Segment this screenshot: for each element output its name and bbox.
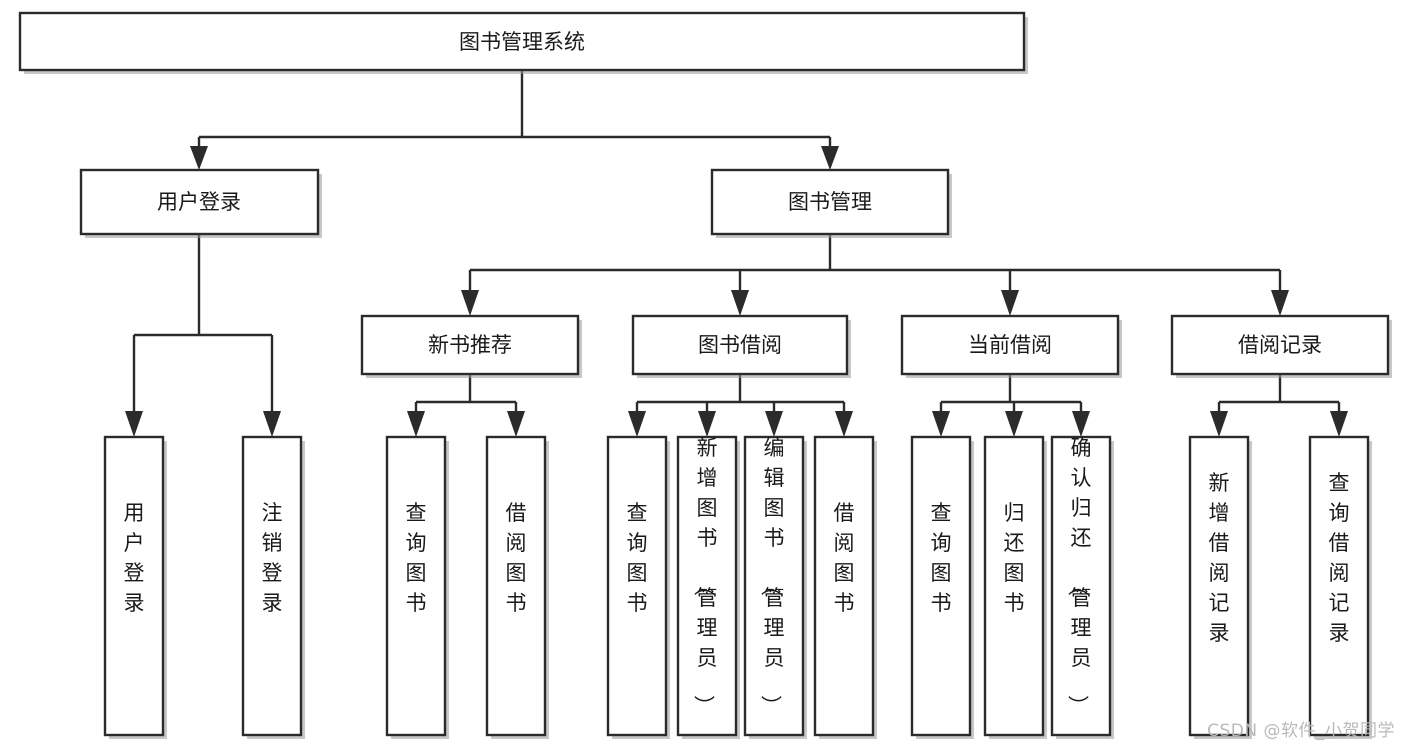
node-leaf-add-record-label: 新增借阅记录	[1209, 471, 1230, 645]
node-leaf-borrow-book[interactable]: 借阅图书	[813, 435, 877, 739]
arrow-to-leaf-confirm-return	[1072, 411, 1090, 437]
node-borrow-record-label: 借阅记录	[1238, 333, 1322, 357]
node-leaf-logout[interactable]: 注销登录	[241, 435, 305, 739]
node-leaf-add-book-box	[676, 435, 738, 737]
node-leaf-query-book-borrow[interactable]: 查询图书	[606, 435, 670, 739]
arrow-to-leaf-user-login	[125, 411, 143, 437]
node-book-borrow[interactable]: 图书借阅	[631, 314, 851, 378]
node-leaf-confirm-return[interactable]: 确认归还（管理员）	[1050, 435, 1114, 739]
node-user-login-box	[79, 168, 320, 236]
node-new-book-recommend-label: 新书推荐	[428, 333, 512, 357]
csdn-watermark: CSDN @软件_小贺同学	[1207, 721, 1395, 741]
arrow-to-leaf-logout	[263, 411, 281, 437]
node-leaf-query-record-label: 查询借阅记录	[1329, 471, 1350, 645]
node-leaf-confirm-return-label: 确认归还（管理员）	[1066, 436, 1092, 716]
edge-userlogin-to-bus	[132, 234, 274, 413]
arrow-to-leaf-query-record	[1330, 411, 1348, 437]
node-leaf-user-login-label: 用户登录	[124, 501, 145, 615]
arrow-to-leaf-borrow-book	[835, 411, 853, 437]
node-leaf-query-record[interactable]: 查询借阅记录	[1308, 435, 1372, 739]
arrow-to-book-borrow	[731, 290, 749, 316]
node-leaf-borrow-book-recommend-label: 借阅图书	[506, 501, 527, 615]
node-user-login[interactable]: 用户登录	[79, 168, 322, 238]
edges-layer	[125, 70, 1348, 437]
node-book-borrow-label: 图书借阅	[698, 333, 782, 357]
node-book-management-box	[710, 168, 950, 236]
arrow-to-leaf-query-book-borrow	[628, 411, 646, 437]
node-root-box	[18, 11, 1026, 72]
arrow-to-leaf-query-book-recommend	[407, 411, 425, 437]
edge-borrowrecord-to-bus	[1217, 374, 1341, 413]
arrow-to-leaf-borrow-book-recommend	[507, 411, 525, 437]
node-current-borrow[interactable]: 当前借阅	[900, 314, 1122, 378]
arrow-to-current-borrow	[1001, 290, 1019, 316]
node-leaf-user-login[interactable]: 用户登录	[103, 435, 167, 739]
node-current-borrow-box	[900, 314, 1120, 376]
node-root-label: 图书管理系统	[459, 30, 585, 54]
node-book-management[interactable]: 图书管理	[710, 168, 952, 238]
node-leaf-query-book-current-label: 查询图书	[931, 501, 952, 615]
node-leaf-add-book-label: 新增图书（管理员）	[692, 436, 718, 716]
node-new-book-recommend-box	[360, 314, 580, 376]
node-leaf-return-book-label: 归还图书	[1004, 501, 1025, 615]
node-leaf-edit-book-box	[743, 435, 805, 737]
node-leaf-query-record-box	[1308, 435, 1370, 737]
arrow-to-leaf-return-book	[1005, 411, 1023, 437]
node-leaf-borrow-book-recommend[interactable]: 借阅图书	[485, 435, 549, 739]
node-leaf-edit-book[interactable]: 编辑图书（管理员）	[743, 435, 807, 739]
node-leaf-query-book-borrow-box	[606, 435, 668, 737]
node-leaf-add-book[interactable]: 新增图书（管理员）	[676, 435, 740, 739]
edge-bookmgmt-to-bus	[468, 234, 1282, 290]
edge-recommend-to-bus	[414, 374, 518, 413]
arrow-to-user-login	[190, 146, 208, 170]
node-user-login-label: 用户登录	[157, 190, 241, 214]
node-new-book-recommend[interactable]: 新书推荐	[360, 314, 582, 378]
edge-bookborrow-to-bus	[635, 374, 846, 413]
arrow-to-borrow-record	[1271, 290, 1289, 316]
node-leaf-query-book-recommend-box	[385, 435, 447, 737]
node-borrow-record[interactable]: 借阅记录	[1170, 314, 1392, 378]
node-current-borrow-label: 当前借阅	[968, 333, 1052, 357]
arrow-to-leaf-edit-book	[765, 411, 783, 437]
arrow-to-book-management	[821, 146, 839, 170]
arrow-to-leaf-add-record	[1210, 411, 1228, 437]
edge-currentborrow-to-bus	[939, 374, 1083, 413]
nodes-layer: 图书管理系统 用户登录 图书管理 新书推荐	[18, 11, 1392, 739]
node-leaf-add-record-box	[1188, 435, 1250, 737]
node-leaf-query-book-recommend-label: 查询图书	[406, 501, 427, 615]
node-book-borrow-box	[631, 314, 849, 376]
arrow-to-new-book-recommend	[461, 290, 479, 316]
edge-root-to-bus	[197, 70, 832, 150]
arrow-to-leaf-query-book-current	[932, 411, 950, 437]
node-leaf-query-book-current-box	[910, 435, 972, 737]
node-leaf-logout-label: 注销登录	[262, 501, 283, 615]
node-leaf-return-book-box	[983, 435, 1045, 737]
node-borrow-record-box	[1170, 314, 1390, 376]
node-leaf-query-book-recommend[interactable]: 查询图书	[385, 435, 449, 739]
node-leaf-confirm-return-box	[1050, 435, 1112, 737]
node-leaf-logout-box	[241, 435, 303, 737]
node-leaf-borrow-book-label: 借阅图书	[834, 501, 855, 615]
node-root[interactable]: 图书管理系统	[18, 11, 1028, 74]
node-leaf-return-book[interactable]: 归还图书	[983, 435, 1047, 739]
node-leaf-user-login-box	[103, 435, 165, 737]
node-leaf-borrow-book-recommend-box	[485, 435, 547, 737]
node-leaf-edit-book-label: 编辑图书（管理员）	[759, 436, 785, 716]
arrow-to-leaf-add-book	[698, 411, 716, 437]
node-leaf-query-book-borrow-label: 查询图书	[627, 501, 648, 615]
node-leaf-query-book-current[interactable]: 查询图书	[910, 435, 974, 739]
node-leaf-add-record[interactable]: 新增借阅记录	[1188, 435, 1252, 739]
node-leaf-borrow-book-box	[813, 435, 875, 737]
node-book-management-label: 图书管理	[788, 190, 872, 214]
